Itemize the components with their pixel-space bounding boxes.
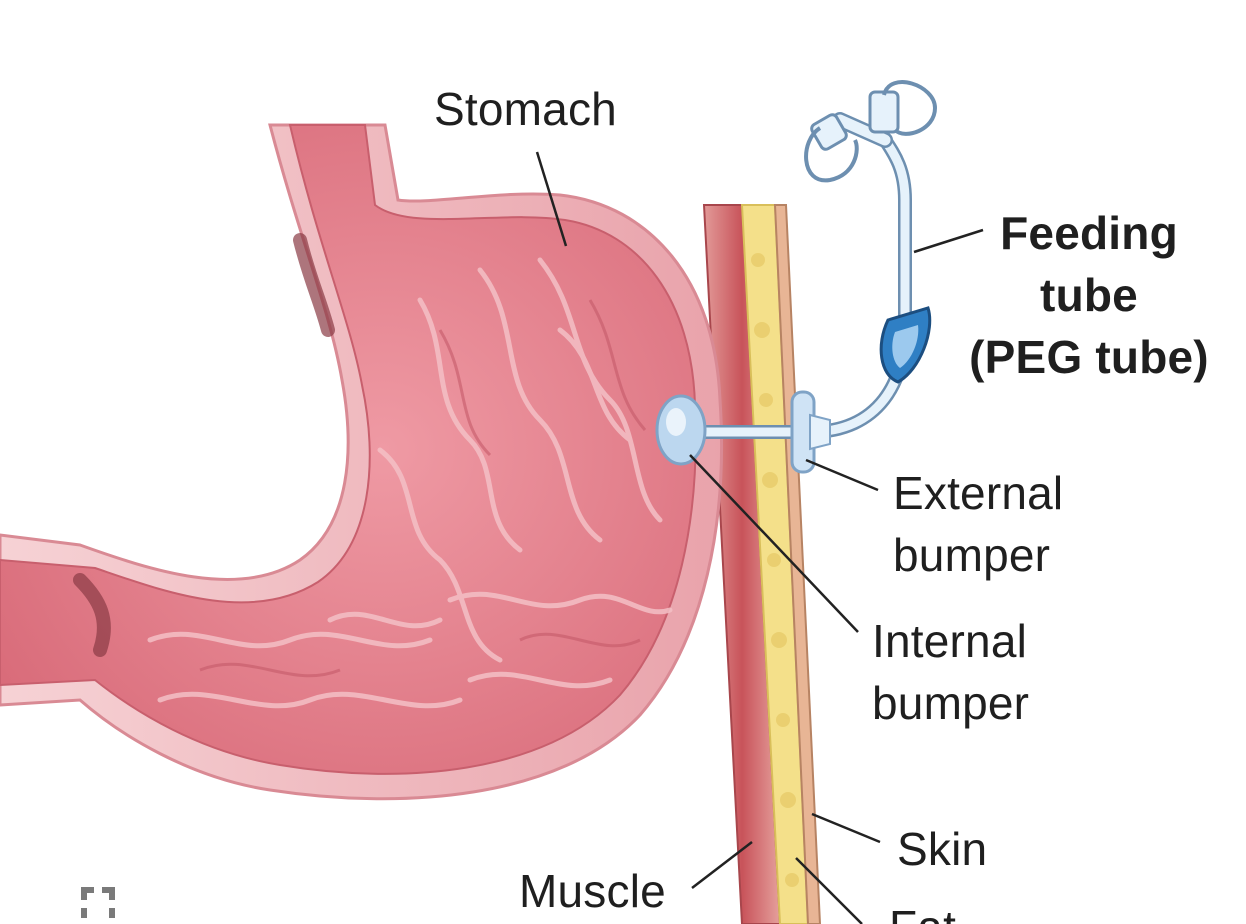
external-bumper-shape (790, 390, 831, 474)
skin-layer (773, 204, 822, 924)
label-external-bumper-line1: External (893, 467, 1064, 519)
pyloric-sphincter (73, 573, 111, 657)
label-fat: Fat (889, 896, 956, 924)
label-feeding-tube-line3: (PEG tube) (969, 331, 1209, 383)
label-feeding-tube-line1: Feeding (1000, 207, 1178, 259)
leader-internal-bumper (689, 454, 859, 633)
stomach-inner-lining (0, 124, 697, 775)
leader-muscle (691, 841, 753, 889)
leader-fat (795, 857, 863, 924)
label-external-bumper-line2: bumper (893, 529, 1051, 581)
feeding-tube-device (655, 80, 938, 474)
leader-stomach (535, 151, 568, 247)
internal-bumper-shape (655, 394, 707, 466)
label-stomach: Stomach (434, 83, 617, 135)
leader-skin (811, 812, 881, 844)
label-muscle: Muscle (519, 865, 666, 917)
stomach-organ (0, 123, 723, 801)
label-internal-bumper-line2: bumper (872, 677, 1030, 729)
leader-lines (535, 151, 984, 924)
label-skin: Skin (897, 823, 988, 875)
label-internal-bumper: Internal bumper (872, 610, 1029, 734)
abdominal-wall (702, 204, 822, 924)
y-port-cap-side (810, 113, 848, 151)
label-feeding-tube-line2: tube (1040, 269, 1138, 321)
muscle-layer (702, 204, 782, 924)
label-external-bumper: External bumper (893, 462, 1063, 586)
tube-clamp (879, 306, 932, 384)
leader-external-bumper (805, 458, 879, 492)
leader-feeding-tube (913, 228, 984, 254)
expand-icon[interactable] (70, 884, 126, 924)
label-internal-bumper-line1: Internal (872, 615, 1028, 667)
y-port-cap-main (868, 90, 900, 134)
label-feeding-tube: Feeding tube (PEG tube) (958, 202, 1220, 388)
esophageal-sphincter (293, 233, 335, 337)
